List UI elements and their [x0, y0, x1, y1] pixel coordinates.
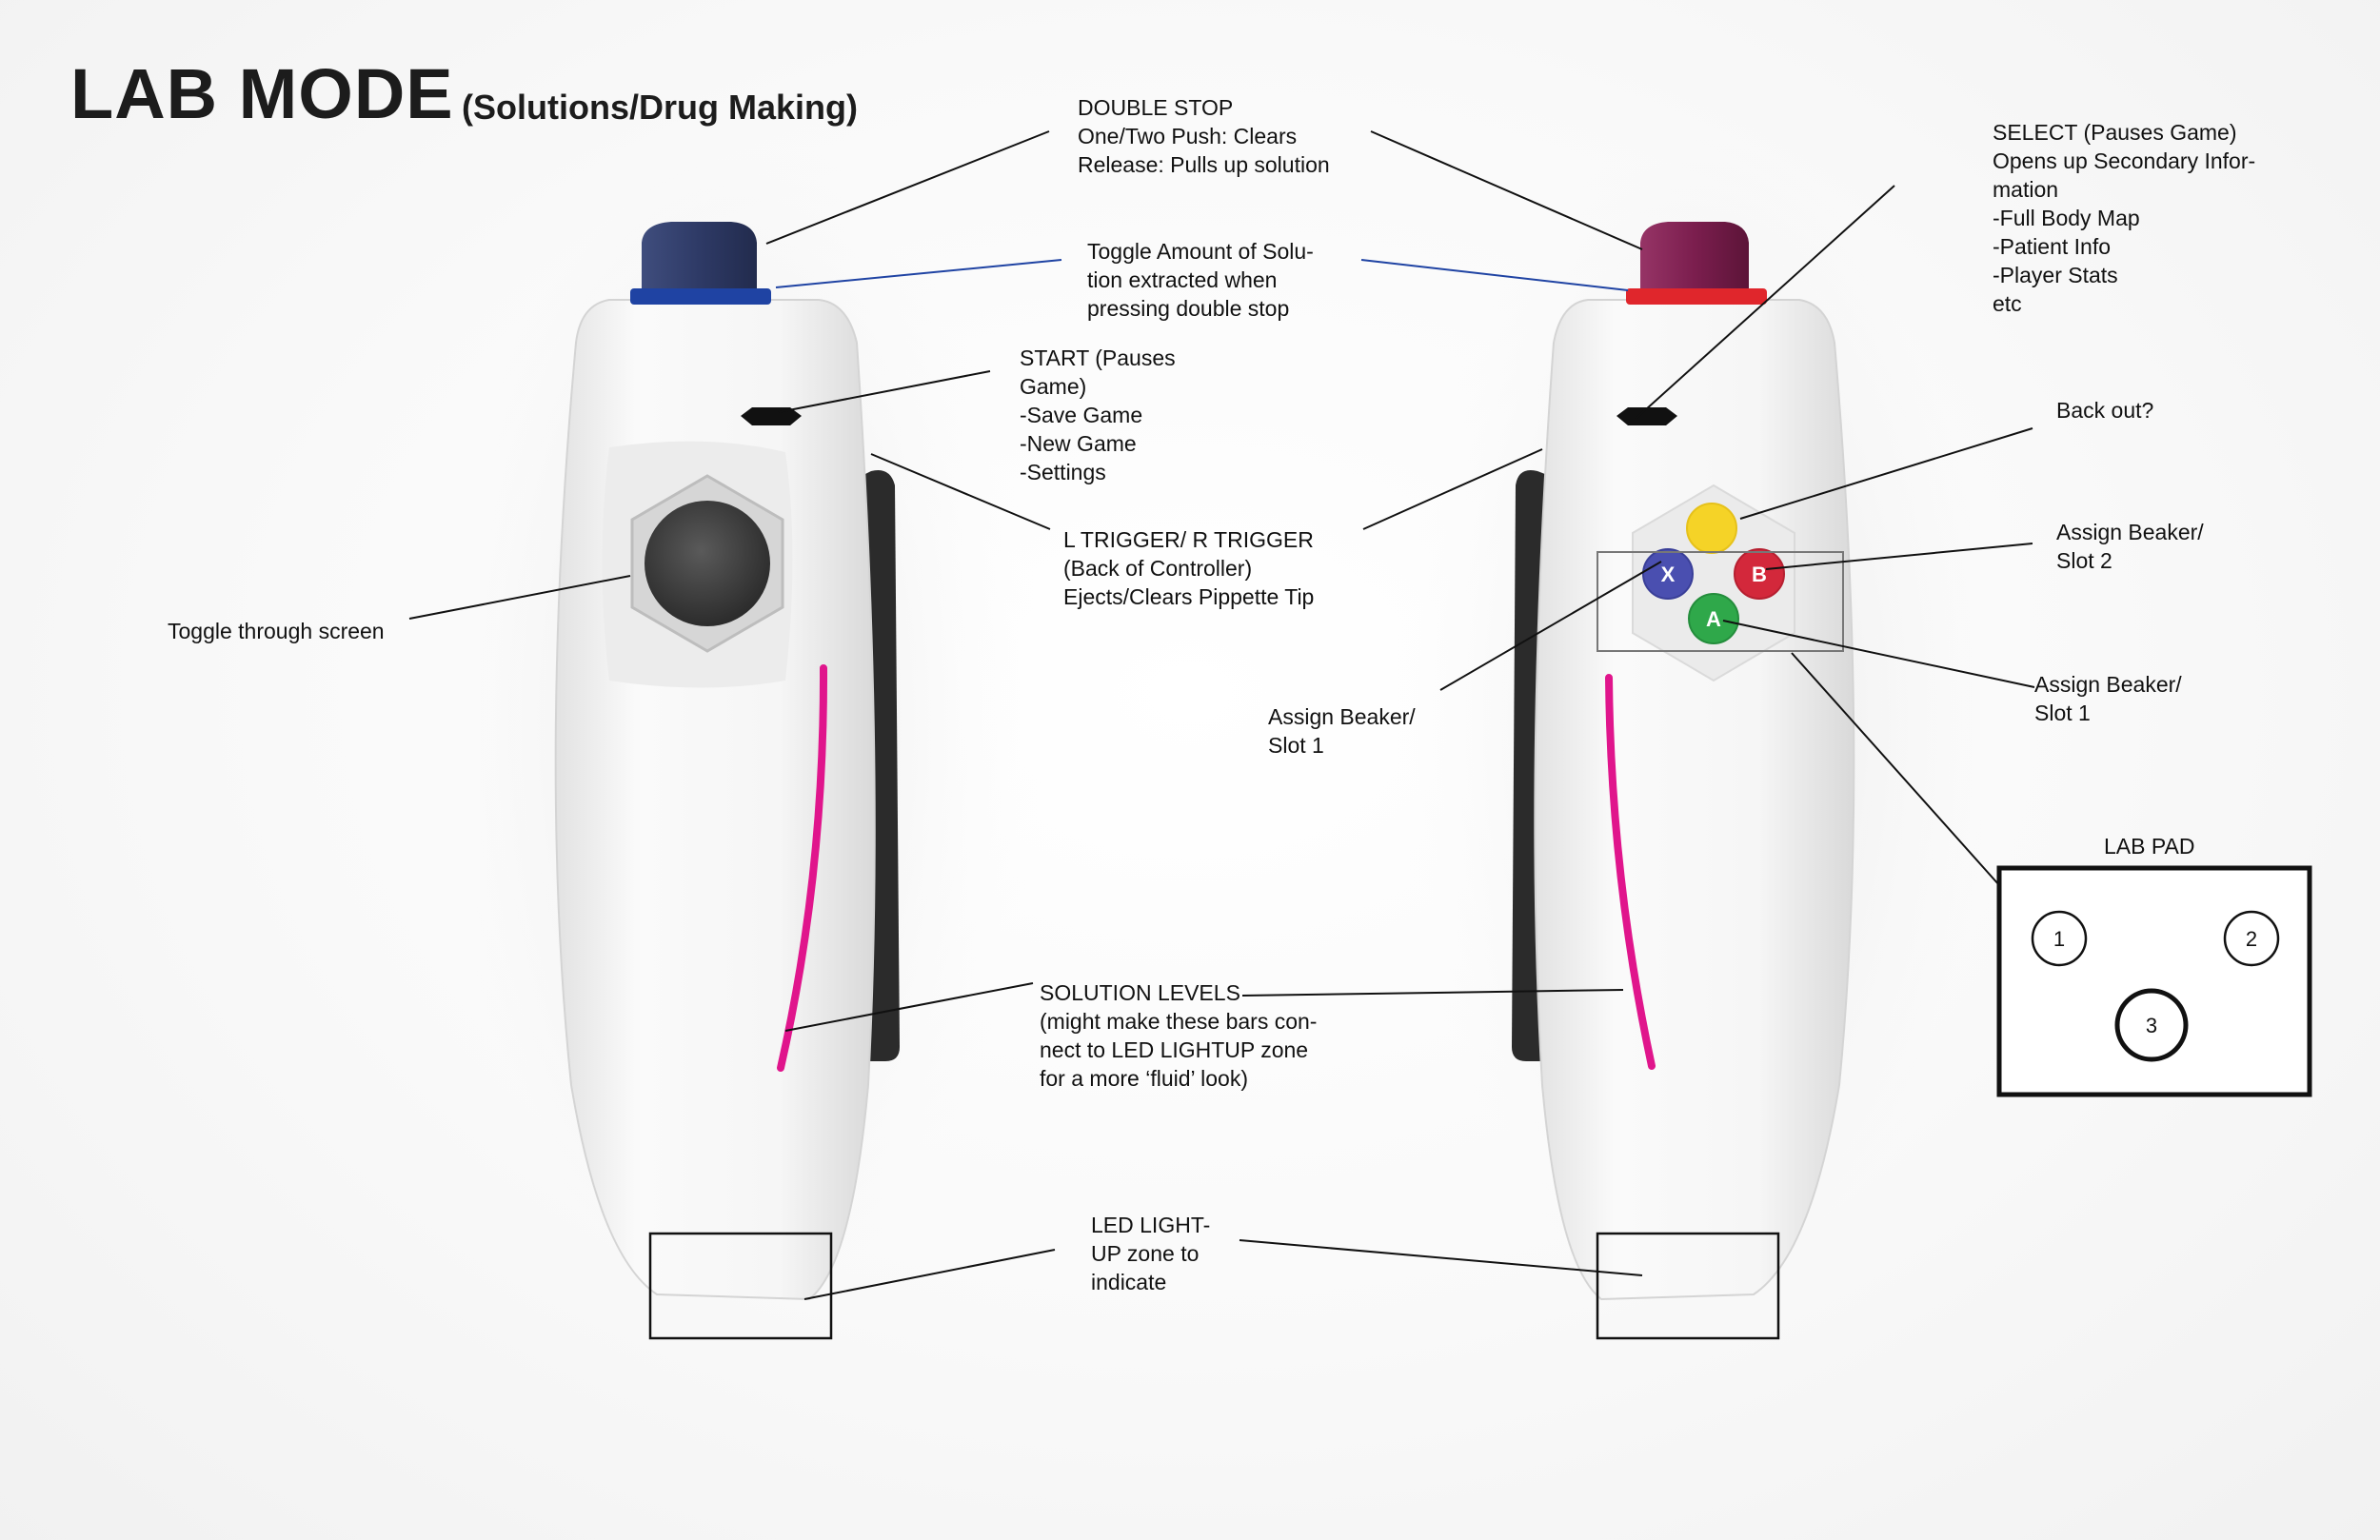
right-solution-bar	[1605, 674, 1656, 1070]
label-select: SELECT (Pauses Game) Opens up Secondary …	[1993, 120, 2256, 316]
face-button-a[interactable]	[1688, 593, 1739, 644]
left-led-zone-box	[648, 1232, 833, 1340]
label-lab-pad: LAB PAD	[2104, 834, 2195, 859]
face-button-yellow[interactable]	[1686, 503, 1737, 554]
lab-pad-slot-1-label: 1	[2053, 927, 2065, 951]
face-button-x-letter: X	[1661, 563, 1676, 586]
face-button-mount	[1632, 484, 1795, 682]
leader-trigger-right	[1362, 448, 1543, 530]
leader-toggle-screen	[408, 575, 631, 620]
leader-assign-slot2	[1765, 543, 2033, 570]
leader-lines	[408, 130, 2035, 1300]
leader-led-right	[1239, 1239, 1643, 1276]
label-assign-slot1-left: Assign Beaker/ Slot 1	[1268, 704, 1416, 758]
leader-toggle-amount-left	[775, 259, 1062, 288]
face-buttons: X B A	[1642, 503, 1785, 644]
leader-assign-slot1-right	[1722, 620, 2035, 688]
select-button[interactable]	[1616, 407, 1677, 425]
leader-double-stop-right	[1370, 130, 1643, 250]
left-controller	[554, 222, 900, 1301]
face-button-highlight-box	[1597, 551, 1844, 652]
label-led: LED LIGHT- UP zone to indicate	[1091, 1213, 1211, 1294]
face-button-b[interactable]	[1734, 548, 1785, 600]
right-top-button[interactable]	[1640, 222, 1749, 288]
label-start: START (Pauses Game) -Save Game -New Game…	[1020, 346, 1176, 484]
right-controller	[1512, 222, 1855, 1301]
label-toggle-amount: Toggle Amount of Solu- tion extracted wh…	[1087, 239, 1314, 321]
right-ring	[1626, 288, 1767, 305]
label-assign-slot2: Assign Beaker/ Slot 2	[2056, 520, 2204, 573]
label-toggle-screen: Toggle through screen	[168, 619, 385, 643]
label-back-out: Back out?	[2056, 398, 2154, 423]
page-title: LAB MODE	[70, 54, 454, 133]
leader-toggle-amount-right	[1360, 259, 1629, 291]
left-solution-bar	[777, 664, 828, 1072]
lab-pad-slot-1	[2031, 910, 2088, 967]
leader-solution-left	[784, 982, 1034, 1032]
leader-select	[1635, 185, 1895, 420]
leader-start	[778, 370, 991, 413]
face-button-a-letter: A	[1706, 607, 1721, 631]
label-solution-levels: SOLUTION LEVELS (might make these bars c…	[1040, 980, 1318, 1091]
face-button-b-letter: B	[1752, 563, 1767, 586]
right-led-zone-box	[1596, 1232, 1780, 1340]
label-double-stop: DOUBLE STOP One/Two Push: Clears Release…	[1078, 95, 1330, 177]
leader-double-stop-left	[765, 130, 1050, 245]
face-button-x[interactable]	[1642, 548, 1694, 600]
label-triggers: L TRIGGER/ R TRIGGER (Back of Controller…	[1063, 527, 1315, 609]
leader-trigger-left	[870, 453, 1051, 530]
blue-leader-lines	[775, 259, 1629, 291]
start-button[interactable]	[741, 407, 802, 425]
lab-pad-slot-2	[2223, 910, 2280, 967]
leader-solution-right	[1241, 989, 1624, 997]
leader-back-out	[1739, 427, 2033, 520]
left-ring	[630, 288, 771, 305]
left-joystick[interactable]	[645, 501, 770, 626]
leader-led-left	[803, 1249, 1056, 1300]
lab-pad-slot-3	[2114, 988, 2189, 1062]
label-assign-slot1-right: Assign Beaker/ Slot 1	[2034, 672, 2182, 725]
lab-pad-slot-2-label: 2	[2246, 927, 2257, 951]
page-subtitle: (Solutions/Drug Making)	[462, 88, 858, 127]
double-stop-button[interactable]	[642, 222, 757, 288]
leader-lab-pad	[1791, 652, 2000, 886]
right-controller-body	[1534, 299, 1855, 1301]
lab-pad-slot-3-label: 3	[2146, 1014, 2157, 1037]
leader-assign-slot1-left	[1439, 561, 1662, 691]
lab-pad-box	[1996, 865, 2312, 1097]
